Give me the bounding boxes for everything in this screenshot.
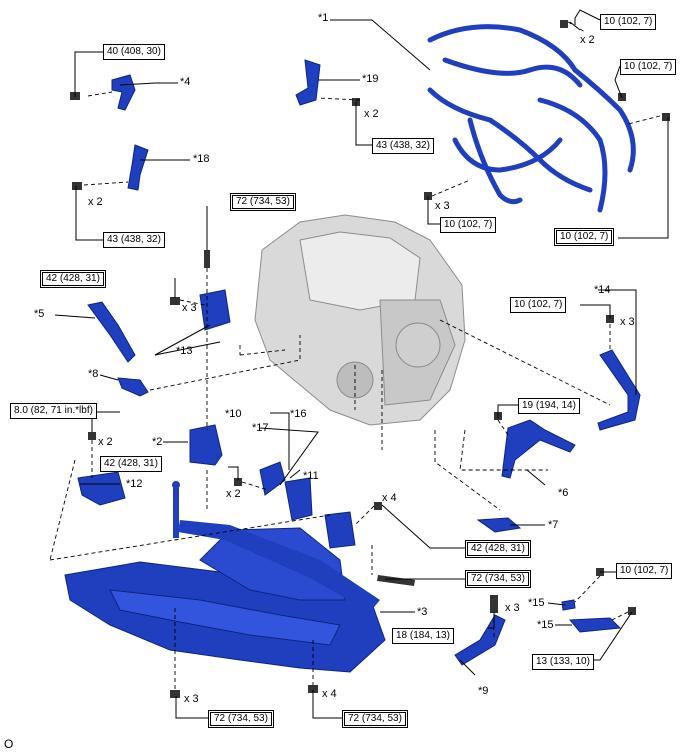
part-16 <box>324 511 356 549</box>
quantity-label: x 3 <box>182 302 197 314</box>
part-14 <box>597 349 641 431</box>
torque-spec: 42 (428, 31) <box>465 540 531 558</box>
callout-12: *12 <box>126 478 143 490</box>
callout-10: *10 <box>225 408 242 420</box>
quantity-label: x 3 <box>184 693 199 705</box>
callout-19: *19 <box>362 73 379 85</box>
torque-spec: 10 (102, 7) <box>600 14 657 30</box>
quantity-label: x 2 <box>580 34 595 46</box>
engine-assembly <box>254 214 466 426</box>
torque-spec: 72 (734, 53) <box>342 710 408 728</box>
assembly-lines <box>49 21 661 690</box>
part-6 <box>501 419 576 479</box>
callout-7: *7 <box>548 519 559 531</box>
part-8 <box>117 377 149 397</box>
callout-4: *4 <box>180 76 191 88</box>
callout-1: *1 <box>318 12 329 24</box>
torque-spec: 10 (102, 7) <box>510 297 567 313</box>
callout-3: *3 <box>417 606 428 618</box>
callout-15b: *15 <box>537 619 554 631</box>
figure-code: O <box>4 737 14 751</box>
torque-spec: 43 (438, 32) <box>103 232 165 248</box>
torque-spec: 43 (438, 32) <box>372 138 434 154</box>
part-11 <box>284 477 313 521</box>
callout-11: *11 <box>303 470 319 482</box>
quantity-label: x 4 <box>322 688 337 700</box>
callout-18: *18 <box>193 153 210 165</box>
torque-spec: 10 (102, 7) <box>620 59 677 75</box>
quantity-label: x 2 <box>88 196 103 208</box>
bolts <box>70 20 670 698</box>
torque-spec: 13 (133, 10) <box>532 654 594 670</box>
part-12 <box>77 471 126 506</box>
quantity-label: x 4 <box>382 492 397 504</box>
torque-spec: 72 (734, 53) <box>230 193 296 211</box>
part-17 <box>259 461 286 496</box>
torque-spec: 19 (194, 14) <box>518 398 580 414</box>
callout-13: *13 <box>176 345 193 357</box>
torque-spec: 10 (102, 7) <box>616 563 673 579</box>
quantity-label: x 2 <box>226 488 241 500</box>
quantity-label: x 2 <box>364 108 379 120</box>
part-18 <box>127 144 149 191</box>
part-13 <box>199 289 231 331</box>
part-15a <box>561 599 576 611</box>
quantity-label: x 3 <box>435 200 450 212</box>
torque-spec: 42 (428, 31) <box>100 456 162 472</box>
part-5 <box>87 301 136 363</box>
quantity-label: x 3 <box>620 316 635 328</box>
part-9 <box>454 614 506 666</box>
small-parts <box>77 59 641 666</box>
callout-14: *14 <box>594 284 611 296</box>
torque-spec: 18 (184, 13) <box>392 628 454 644</box>
torque-spec: 40 (408, 30) <box>103 44 165 60</box>
part-19 <box>295 59 321 106</box>
engine-wire-harness <box>427 24 636 213</box>
callout-16: *16 <box>290 408 307 420</box>
part-2 <box>189 424 223 466</box>
part-7 <box>476 517 522 533</box>
torque-spec: 72 (734, 53) <box>208 710 274 728</box>
torque-spec: 10 (102, 7) <box>440 217 497 233</box>
callout-6: *6 <box>558 487 569 499</box>
quantity-label: x 3 <box>505 602 520 614</box>
callout-15a: *15 <box>528 597 545 609</box>
callout-9: *9 <box>478 685 489 697</box>
torque-spec: 10 (102, 7) <box>554 228 615 246</box>
callout-5: *5 <box>34 308 45 320</box>
callout-8: *8 <box>88 368 99 380</box>
callout-2: *2 <box>152 436 163 448</box>
steering-gear <box>172 481 380 612</box>
front-suspension-crossmember <box>64 527 386 673</box>
part-4 <box>111 74 136 111</box>
part-15b <box>568 617 622 633</box>
torque-spec: 72 (734, 53) <box>465 570 531 588</box>
quantity-label: x 2 <box>98 436 113 448</box>
torque-spec: 42 (428, 31) <box>40 270 106 288</box>
callout-17: *17 <box>252 422 269 434</box>
torque-spec: 8.0 (82, 71 in.*lbf) <box>10 403 97 419</box>
